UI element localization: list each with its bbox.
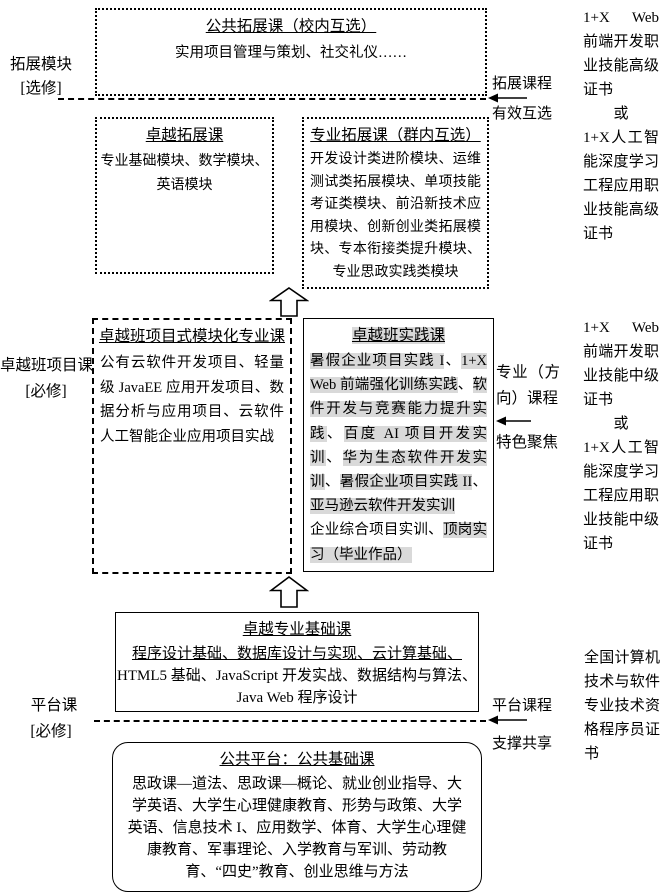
professional-extension-content: 开发设计类进阶模块、运维测试类拓展模块、单项技能考证类模块、前沿新技术应用模块、…	[310, 152, 481, 280]
practice-course-segment: 、	[472, 474, 488, 491]
excellence-extension-title-text: 卓越拓展课	[145, 127, 224, 144]
foundation-course-line-text: HTML5 基础、JavaScript 开发实战、数据结构与算法、	[117, 668, 477, 684]
foundation-course-line-text: Java Web 程序设计	[236, 690, 358, 706]
platform-divider-line	[94, 720, 486, 722]
platform-divider-label-bottom: 支撑共享	[492, 736, 553, 752]
project-course-content: 公有云软件开发项目、轻量级 JavaEE 应用开发项目、数据分析与应用项目、云软…	[100, 355, 284, 445]
public-extension-box: 公共拓展课（校内互选） 实用项目管理与策划、社交礼仪……	[95, 8, 487, 96]
foundation-course-title: 卓越专业基础课	[116, 613, 478, 642]
public-platform-box: 公共平台：公共基础课 思政课—道法、思政课—概论、就业创业指导、大学英语、大学生…	[112, 742, 482, 892]
practice-course-segment: 暑假企业项目实践 I	[310, 353, 445, 369]
professional-extension-title-text: 专业拓展课（群内互选）	[310, 127, 481, 144]
practice-course-segment: 、	[444, 353, 462, 369]
certificate-intermediate-ai: 1+X人工智能深度学习工程应用职业技能中级证书	[583, 440, 659, 552]
practice-course-box: 卓越班实践课 暑假企业项目实践 I、1+X Web 前端强化训练实践、软件开发与…	[303, 318, 494, 572]
platform-divider-label-top: 平台课程	[492, 698, 553, 714]
certificate-intermediate-web: 1+X Web 前端开发职业技能中级证书	[583, 320, 659, 408]
certificate-advanced-web: 1+X Web 前端开发职业技能高级证书	[583, 10, 659, 98]
public-extension-title: 公共拓展课（校内互选）	[97, 10, 485, 39]
or-label: 或	[613, 106, 629, 122]
excellence-extension-content: 专业基础模块、数学模块、英语模块	[100, 154, 269, 193]
project-course-box: 卓越班项目式模块化专业课 公有云软件开发项目、轻量级 JavaEE 应用开发项目…	[92, 318, 292, 574]
extension-module-label: 拓展模块	[9, 56, 72, 73]
practice-course-segment: 暑假企业项目实践 II	[339, 474, 473, 491]
up-arrow-icon	[269, 576, 309, 608]
public-extension-title-text: 公共拓展课（校内互选）	[205, 18, 377, 35]
foundation-course-box: 卓越专业基础课 程序设计基础、数据库设计与实现、云计算基础、 HTML5 基础、J…	[115, 612, 479, 712]
excellence-extension-title: 卓越拓展课	[97, 119, 272, 148]
practice-course-segment: 亚马逊云软件开发实训	[310, 498, 455, 515]
certificate-intermediate: 1+X Web 前端开发职业技能中级证书 或 1+X人工智能深度学习工程应用职业…	[583, 316, 659, 556]
practice-course-title-text: 卓越班实践课	[351, 327, 445, 344]
left-arrow-icon	[488, 715, 527, 725]
professional-extension-title: 专业拓展课（群内互选）	[304, 119, 487, 148]
foundation-course-line: Java Web 程序设计	[116, 687, 478, 709]
practice-course-segment: 企业综合项目实训、	[310, 522, 443, 539]
project-course-title: 卓越班项目式模块化专业课	[94, 320, 290, 349]
foundation-course-lines: 程序设计基础、数据库设计与实现、云计算基础、 HTML5 基础、JavaScrip…	[116, 642, 478, 709]
project-course-title-text: 卓越班项目式模块化专业课	[98, 328, 285, 345]
foundation-course-line: 程序设计基础、数据库设计与实现、云计算基础、	[116, 643, 478, 665]
public-platform-title: 公共平台：公共基础课	[113, 743, 481, 772]
extension-divider-line	[58, 98, 486, 100]
certificate-advanced-ai: 1+X人工智能深度学习工程应用职业技能高级证书	[583, 130, 659, 242]
foundation-course-line-text: 程序设计基础、数据库设计与实现、云计算基础、	[131, 646, 462, 662]
public-platform-title-text: 公共平台：公共基础课	[219, 751, 375, 768]
practice-course-segment: 、	[457, 377, 473, 394]
left-arrow-icon	[496, 416, 531, 426]
project-course-label: 卓越班项目课	[0, 357, 94, 374]
up-arrow-icon	[269, 287, 309, 317]
project-course-type-label: [必修]	[25, 383, 67, 400]
practice-course-segment: 、	[324, 474, 340, 491]
practice-course-content: 暑假企业项目实践 I、1+X Web 前端强化训练实践、软件开发与竞赛能力提升实…	[304, 348, 493, 567]
excellence-extension-box: 卓越拓展课 专业基础模块、数学模块、英语模块	[95, 117, 274, 274]
platform-course-label: 平台课	[30, 697, 78, 714]
specialty-direction-course-label: 专业（方向）课程	[496, 364, 560, 407]
extension-module-type-label: [选修]	[20, 80, 62, 97]
certificate-programmer: 全国计算机技术与软件专业技术资格程序员证书	[584, 650, 660, 762]
practice-course-segment: 、	[326, 449, 343, 466]
public-extension-content: 实用项目管理与策划、社交礼仪……	[175, 45, 407, 61]
foundation-course-title-text: 卓越专业基础课	[242, 621, 352, 638]
extension-divider-label-bottom: 有效互选	[492, 106, 553, 122]
professional-extension-box: 专业拓展课（群内互选） 开发设计类进阶模块、运维测试类拓展模块、单项技能考证类模…	[302, 117, 489, 289]
extension-divider-label-top: 拓展课程	[492, 76, 553, 92]
public-platform-content: 思政课—道法、思政课—概论、就业创业指导、大学英语、大学生心理健康教育、形势与政…	[127, 776, 467, 880]
feature-focus-label: 特色聚焦	[496, 434, 559, 451]
platform-course-type-label: [必修]	[30, 723, 72, 740]
left-arrow-icon	[488, 93, 527, 103]
or-label: 或	[613, 416, 629, 432]
certificate-advanced: 1+X Web 前端开发职业技能高级证书 或 1+X人工智能深度学习工程应用职业…	[583, 6, 659, 246]
practice-course-title: 卓越班实践课	[304, 319, 493, 348]
practice-course-segment: 、	[326, 425, 344, 442]
foundation-course-line: HTML5 基础、JavaScript 开发实战、数据结构与算法、	[116, 665, 478, 687]
